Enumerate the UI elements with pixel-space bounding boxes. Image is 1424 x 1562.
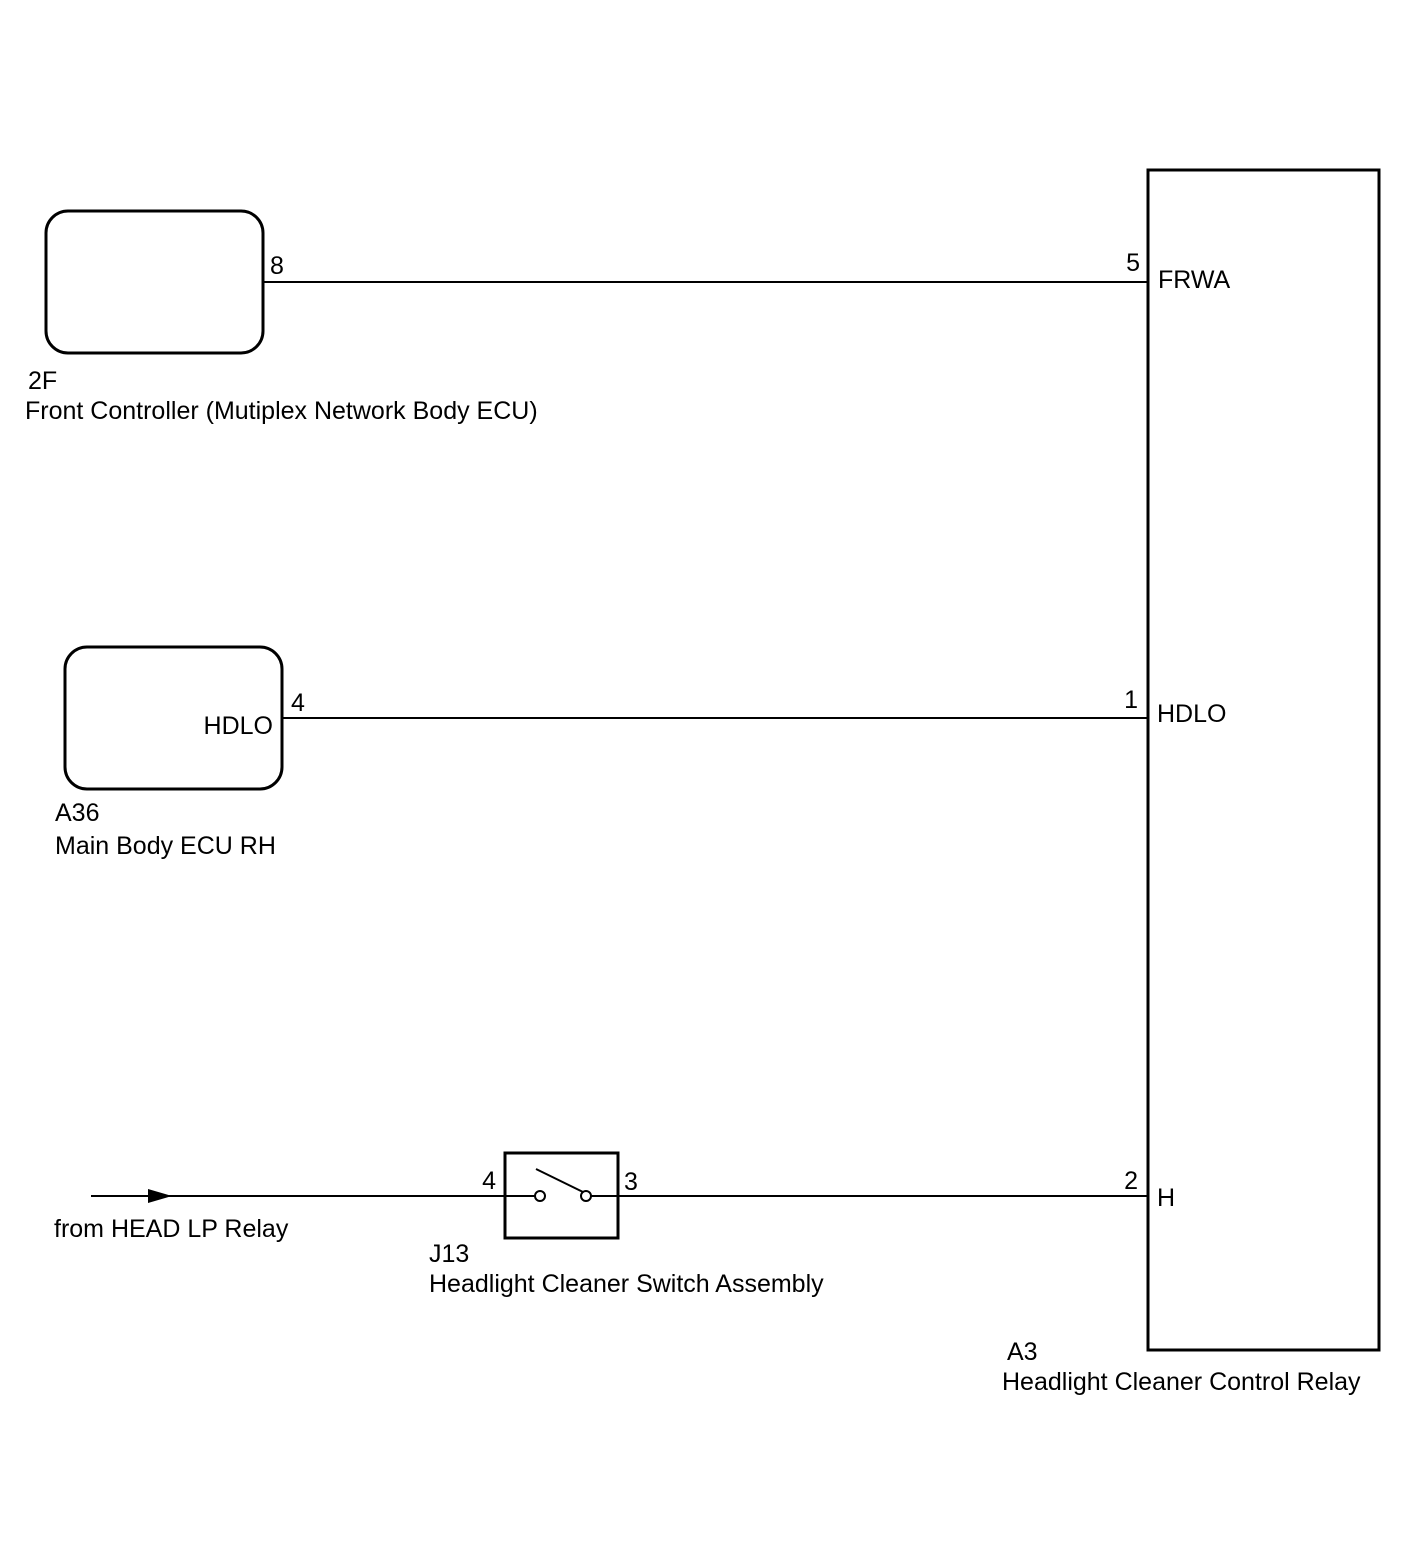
control-relay-code: A3 bbox=[1007, 1338, 1038, 1366]
front-controller-box bbox=[44, 209, 265, 355]
front-controller-pin: 8 bbox=[270, 252, 284, 280]
switch-contact-left bbox=[534, 1190, 546, 1202]
control-relay-name: Headlight Cleaner Control Relay bbox=[1002, 1368, 1361, 1396]
switch-name: Headlight Cleaner Switch Assembly bbox=[429, 1270, 824, 1298]
main-body-ecu-pin: 4 bbox=[291, 689, 305, 717]
switch-pin-3: 3 bbox=[624, 1168, 638, 1196]
switch-code: J13 bbox=[429, 1240, 469, 1268]
switch-lever bbox=[535, 1168, 584, 1193]
relay-terminal-frwa: FRWA bbox=[1158, 266, 1231, 294]
main-body-ecu-terminal: HDLO bbox=[204, 712, 273, 740]
source-label: from HEAD LP Relay bbox=[54, 1215, 289, 1243]
relay-pin-2: 2 bbox=[1124, 1167, 1138, 1195]
main-body-ecu-name: Main Body ECU RH bbox=[55, 832, 276, 860]
main-body-ecu-code: A36 bbox=[55, 799, 99, 827]
control-relay-box bbox=[1146, 168, 1381, 1352]
relay-terminal-hdlo: HDLO bbox=[1157, 700, 1226, 728]
relay-pin-1: 1 bbox=[1124, 686, 1138, 714]
front-controller-code: 2F bbox=[28, 367, 57, 395]
relay-terminal-h: H bbox=[1157, 1184, 1175, 1212]
relay-pin-5: 5 bbox=[1126, 249, 1140, 277]
front-controller-name: Front Controller (Mutiplex Network Body … bbox=[25, 397, 538, 425]
switch-contact-right bbox=[580, 1190, 592, 1202]
switch-pin-4: 4 bbox=[482, 1167, 496, 1195]
arrow-icon bbox=[148, 1189, 172, 1203]
